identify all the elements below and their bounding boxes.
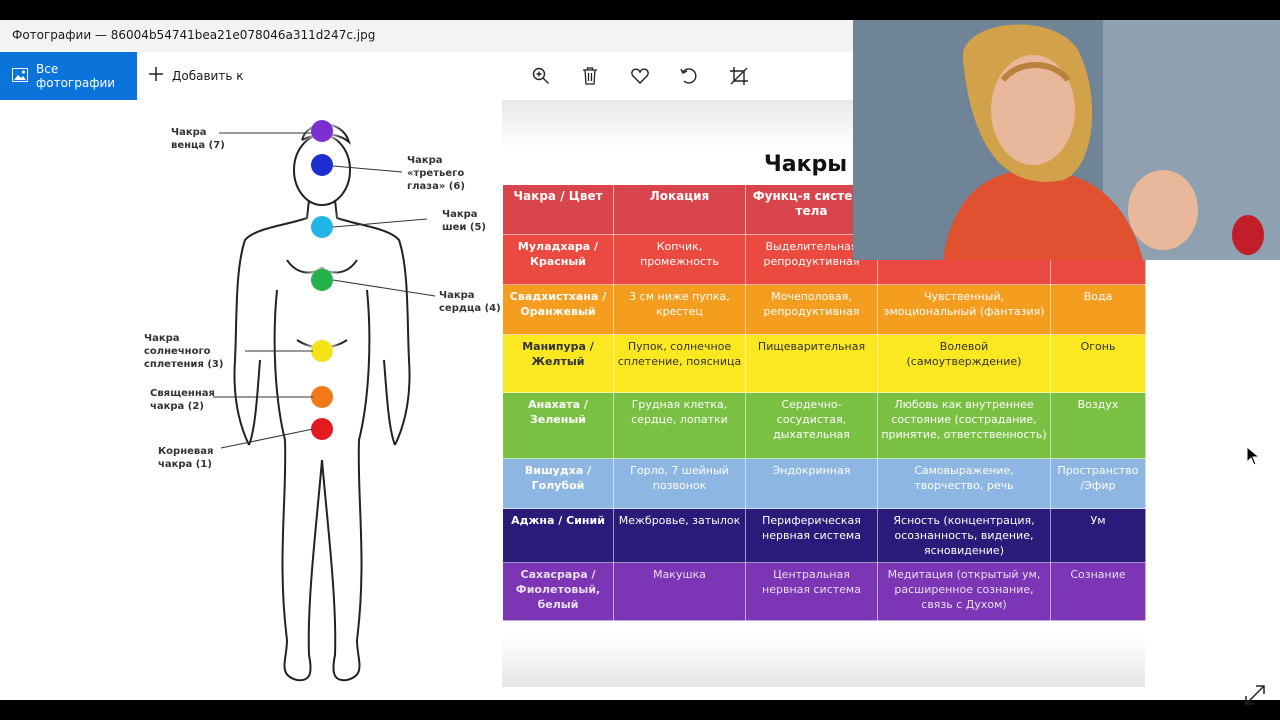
table-cell: Центральная нервная система [745, 562, 878, 621]
table-cell: Пищеварительная [745, 334, 878, 393]
header-cell: Чакра / Цвет [502, 184, 614, 235]
webcam-person-image [853, 20, 1280, 260]
table-cell: Межбровье, затылок [613, 508, 746, 563]
table-cell: Горло, 7 шейный позвонок [613, 458, 746, 509]
label-heart: Чакра сердца (4) [439, 290, 501, 314]
table-title: Чакры [764, 152, 848, 177]
table-cell: Анахата / Зеленый [502, 392, 614, 459]
delete-icon[interactable] [578, 64, 602, 88]
label-root: Корневая чакра (1) [158, 446, 214, 470]
throat-chakra-dot [311, 216, 333, 238]
table-cell: Самовыражение, творчество, речь [877, 458, 1051, 509]
table-cell: Медитация (открытый ум, расширенное созн… [877, 562, 1051, 621]
label-lines [213, 132, 436, 449]
table-cell: Периферическая нервная система [745, 508, 878, 563]
table-cell: Ум [1050, 508, 1146, 563]
heart-chakra-dot [311, 269, 333, 291]
all-photos-label: Все фотографии [36, 62, 116, 90]
label-crown: Чакра венца (7) [171, 127, 225, 151]
table-cell: Грудная клетка, сердце, лопатки [613, 392, 746, 459]
label-sacral: Священная чакра (2) [150, 388, 215, 412]
header-cell: Локация [613, 184, 746, 235]
table-cell: Пространство /Эфир [1050, 458, 1146, 509]
rotate-icon[interactable] [677, 64, 701, 88]
table-cell: Сознание [1050, 562, 1146, 621]
blurred-bottom-area [502, 635, 1145, 687]
plus-icon [148, 66, 164, 85]
table-cell: Чувственный, эмоциональный (фантазия) [877, 284, 1051, 335]
table-cell: Эндокринная [745, 458, 878, 509]
table-cell: Ясность (концентрация, осознанность, вид… [877, 508, 1051, 563]
zoom-icon[interactable] [529, 64, 553, 88]
label-third-eye: Чакра «третьего глаза» (6) [407, 155, 465, 192]
table-cell: Волевой (самоутверждение) [877, 334, 1051, 393]
fullscreen-expand-icon[interactable] [1244, 684, 1268, 708]
table-cell: Макушка [613, 562, 746, 621]
solar-plexus-chakra-dot [311, 340, 333, 362]
table-cell: Сахасрара / Фиолетовый, белый [502, 562, 614, 621]
window-title: Фотографии — 86004b54741bea21e078046a311… [12, 28, 376, 42]
webcam-overlay [853, 20, 1280, 260]
crop-icon[interactable] [727, 64, 751, 88]
table-cell: Муладхара / Красный [502, 234, 614, 285]
table-cell: 3 см ниже пупка, крестец [613, 284, 746, 335]
table-cell: Воздух [1050, 392, 1146, 459]
add-to-button[interactable]: Добавить к [148, 66, 243, 85]
table-cell: Любовь как внутреннее состояние (сострад… [877, 392, 1051, 459]
chakra-body-figure: Чакра венца (7) Чакра «третьего глаза» (… [137, 100, 502, 687]
table-cell: Мочеполовая, репродуктивная [745, 284, 878, 335]
photo-canvas: Чакра венца (7) Чакра «третьего глаза» (… [137, 100, 1146, 687]
table-cell: Копчик, промежность [613, 234, 746, 285]
table-cell: Свадхистхана / Оранжевый [502, 284, 614, 335]
third-eye-chakra-dot [311, 154, 333, 176]
table-cell: Огонь [1050, 334, 1146, 393]
table-cell: Аджна / Синий [502, 508, 614, 563]
root-chakra-dot [311, 418, 333, 440]
add-to-label: Добавить к [172, 68, 244, 83]
table-cell: Пупок, солнечное сплетение, поясница [613, 334, 746, 393]
label-throat: Чакра шеи (5) [442, 209, 486, 233]
crown-chakra-dot [311, 120, 333, 142]
table-cell: Вода [1050, 284, 1146, 335]
mouse-cursor-icon [1246, 445, 1261, 470]
table-cell: Сердечно-сосудистая, дыхательная [745, 392, 878, 459]
table-cell: Манипура / Желтый [502, 334, 614, 393]
heart-icon[interactable] [628, 64, 652, 88]
all-photos-button[interactable]: Все фотографии [0, 52, 137, 100]
photos-icon [12, 67, 28, 85]
sacral-chakra-dot [311, 386, 333, 408]
label-solar-plexus: Чакра солнечного сплетения (3) [144, 333, 224, 370]
human-silhouette [233, 123, 411, 682]
table-cell: Вишудха / Голубой [502, 458, 614, 509]
